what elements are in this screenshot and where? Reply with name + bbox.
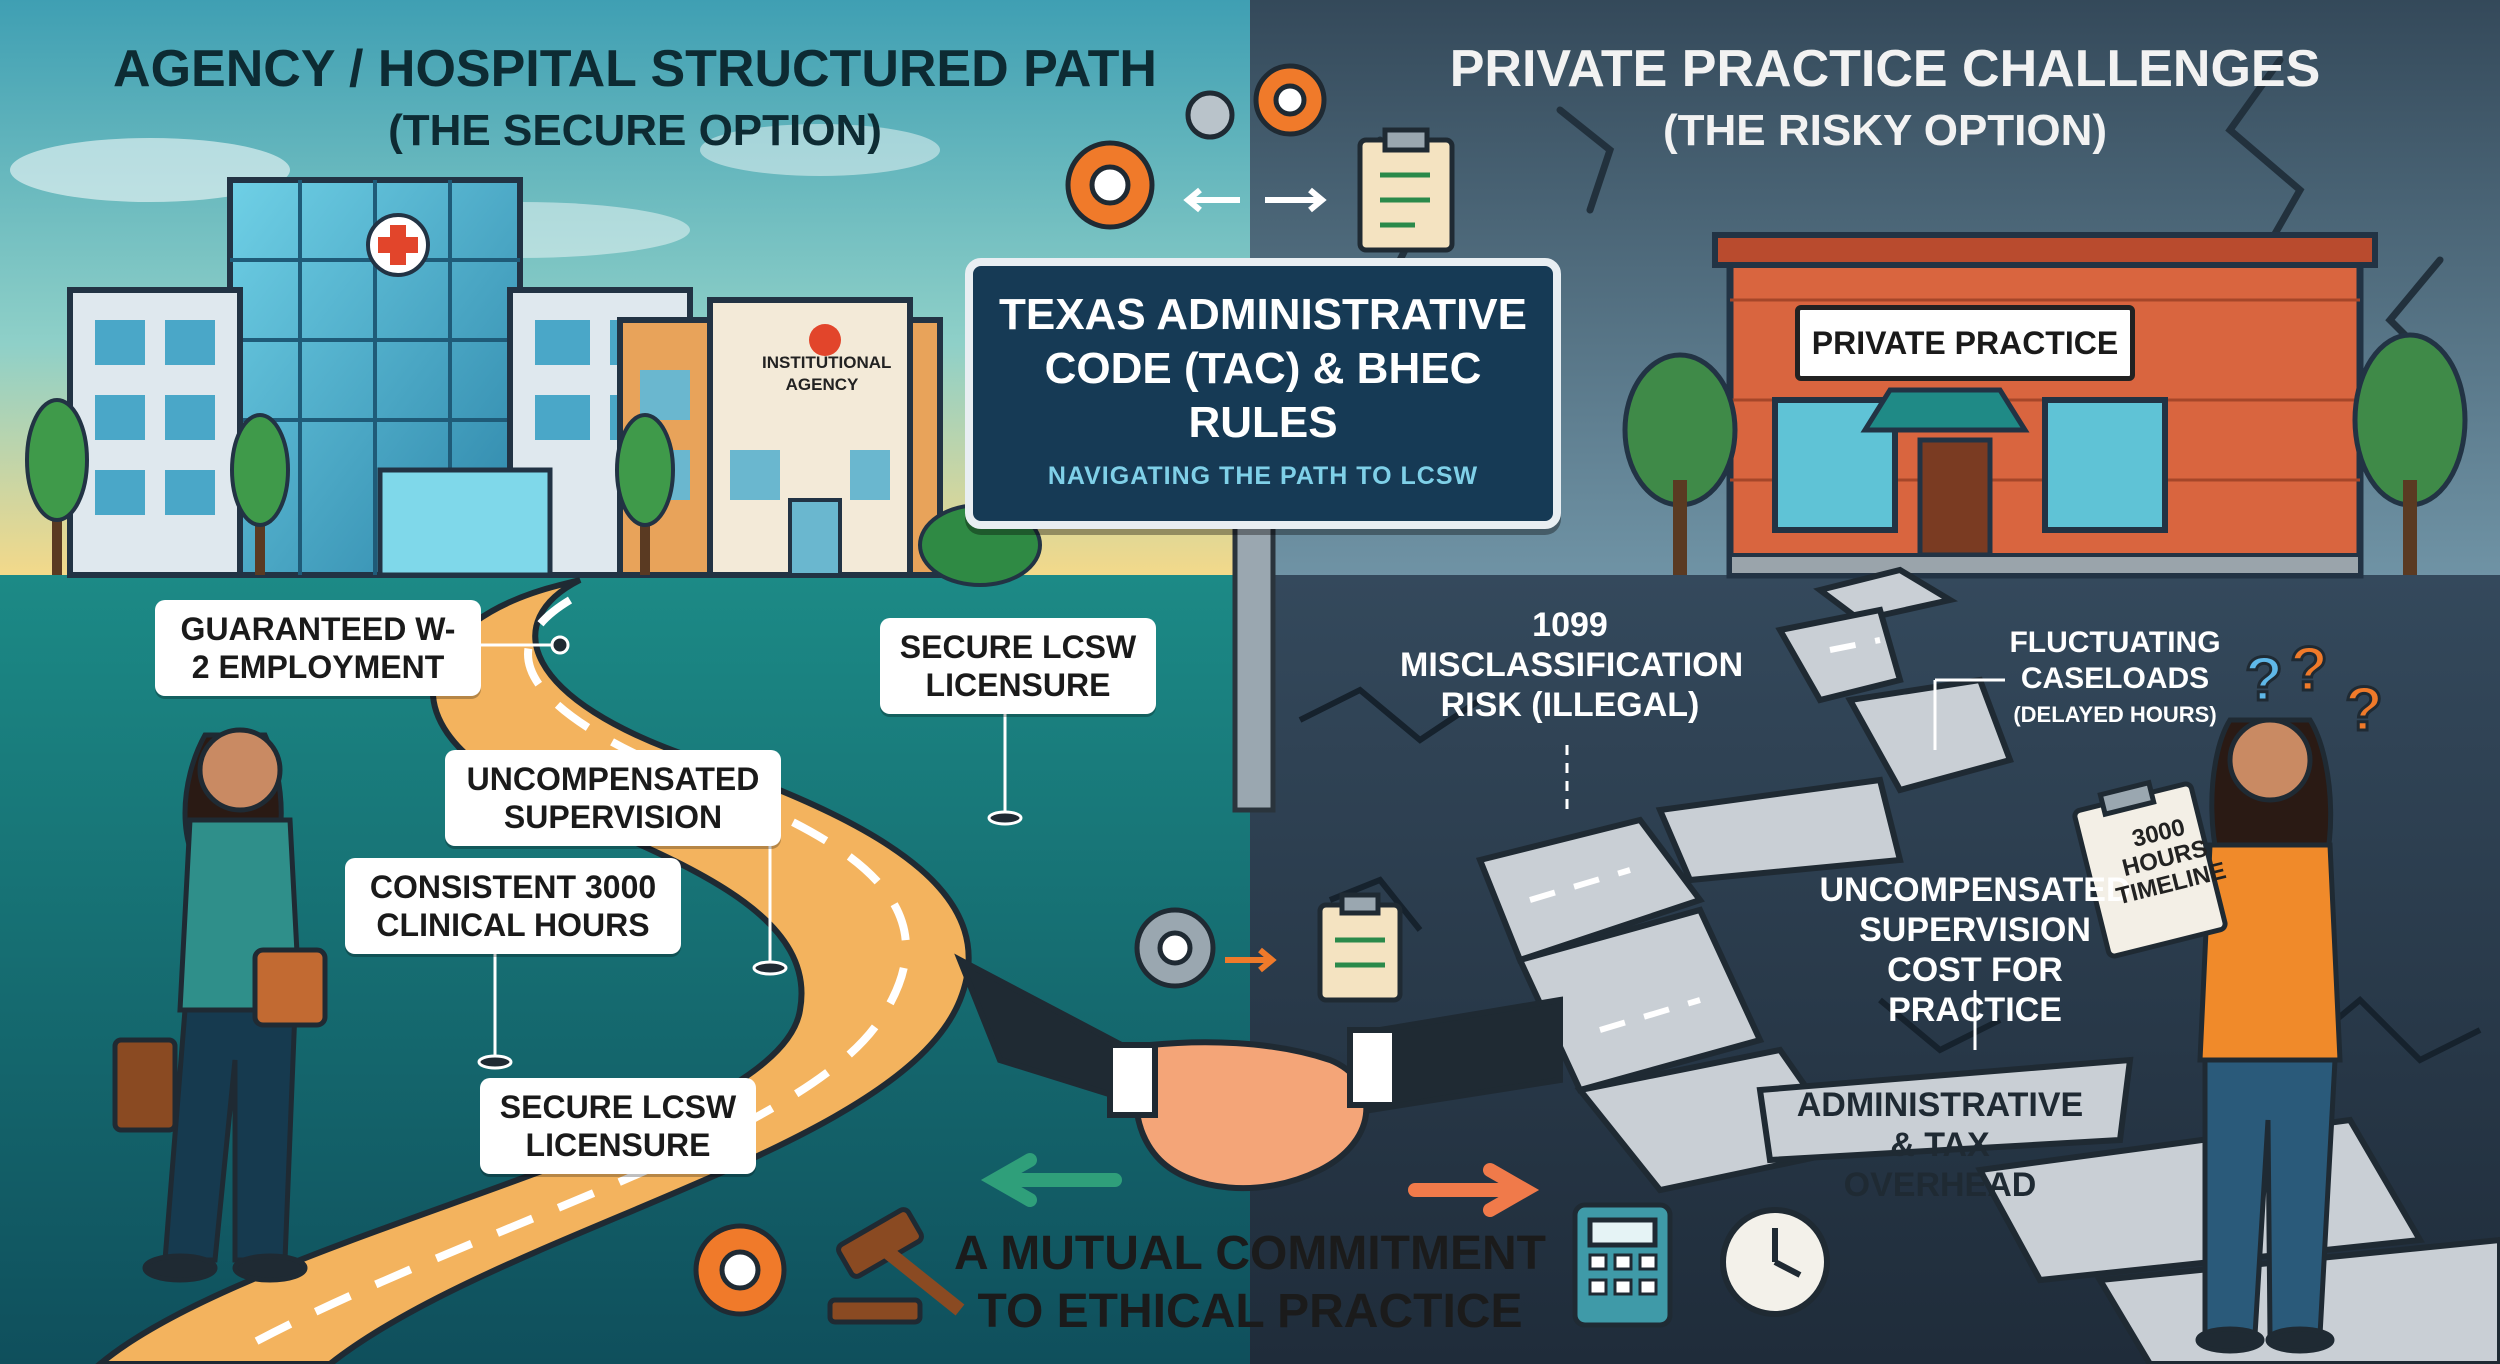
handshake-icon xyxy=(954,953,1563,1192)
clipboard-icon xyxy=(1357,127,1455,253)
arrow-icon xyxy=(1408,1163,1540,1217)
center-sign-title: TEXAS ADMINISTRATIVE CODE (TAC) & BHEC R… xyxy=(998,290,1528,447)
label-caseloads-main: FLUCTUATING CASELOADS xyxy=(2009,626,2221,695)
right-heading: PRIVATE PRACTICE CHALLENGES (THE RISKY O… xyxy=(1310,38,2460,162)
clock-icon xyxy=(1720,1207,1830,1317)
label-supervision-cost: UNCOMPENSATED SUPERVISION COST FOR PRACT… xyxy=(1819,871,2131,1029)
label-clinical-hours: CONSISTENT 3000 CLINICAL HOURS xyxy=(345,858,681,954)
left-heading: AGENCY / HOSPITAL STRUCTURED PATH (THE S… xyxy=(60,38,1210,162)
right-heading-line2: (THE RISKY OPTION) xyxy=(1662,106,2108,155)
label-admin-overhead: ADMINISTRATIVE & TAX OVERHEAD xyxy=(1796,1086,2084,1204)
sign-pole xyxy=(1232,497,1276,813)
label-licensure-top: SECURE LCSW LICENSURE xyxy=(880,618,1156,714)
label-w2-employment: GUARANTEED W-2 EMPLOYMENT xyxy=(155,600,481,696)
private-practice-building xyxy=(1622,232,2468,579)
label-caseloads: FLUCTUATING CASELOADS (DELAYED HOURS) xyxy=(1990,625,2240,733)
question-mark-icon: ? ? ? xyxy=(2244,634,2385,746)
center-sign-subtitle: NAVIGATING THE PATH TO LCSW xyxy=(1047,462,1479,490)
arrow-icon xyxy=(1225,947,1277,973)
arrow-icon xyxy=(1183,187,1327,213)
label-misclassification: 1099 MISCLASSIFICATION RISK (ILLEGAL) xyxy=(1400,606,1744,724)
private-practice-sign: PRIVATE PRACTICE xyxy=(1795,305,2135,381)
trees-left xyxy=(25,398,1042,587)
gavel-icon xyxy=(827,1207,965,1325)
clipboard-icon xyxy=(1317,892,1403,1003)
right-heading-line1: PRIVATE PRACTICE CHALLENGES xyxy=(1449,40,2321,98)
walking-woman-figure xyxy=(112,727,328,1283)
agency-building xyxy=(617,297,943,578)
hospital-building xyxy=(67,177,693,578)
bottom-caption: A MUTUAL COMMITMENT TO ETHICAL PRACTICE xyxy=(954,1227,1546,1338)
label-uncompensated-supervision: UNCOMPENSATED SUPERVISION xyxy=(445,750,781,846)
svg-text:?: ? xyxy=(2245,645,2283,714)
left-heading-line1: AGENCY / HOSPITAL STRUCTURED PATH xyxy=(113,40,1157,98)
worried-woman-figure xyxy=(2072,717,2343,1354)
left-heading-line2: (THE SECURE OPTION) xyxy=(388,106,882,155)
calculator-icon xyxy=(1572,1202,1673,1328)
svg-text:?: ? xyxy=(2345,675,2383,744)
svg-text:?: ? xyxy=(2290,635,2328,704)
center-sign: TEXAS ADMINISTRATIVE CODE (TAC) & BHEC R… xyxy=(965,258,1561,529)
gear-icon xyxy=(693,63,1327,1317)
label-licensure-bottom: SECURE LCSW LICENSURE xyxy=(480,1078,756,1174)
arrow-icon xyxy=(980,1153,1122,1207)
label-caseloads-sub: (DELAYED HOURS) xyxy=(2013,702,2217,727)
agency-sign: INSTITUTIONAL AGENCY xyxy=(762,353,892,394)
